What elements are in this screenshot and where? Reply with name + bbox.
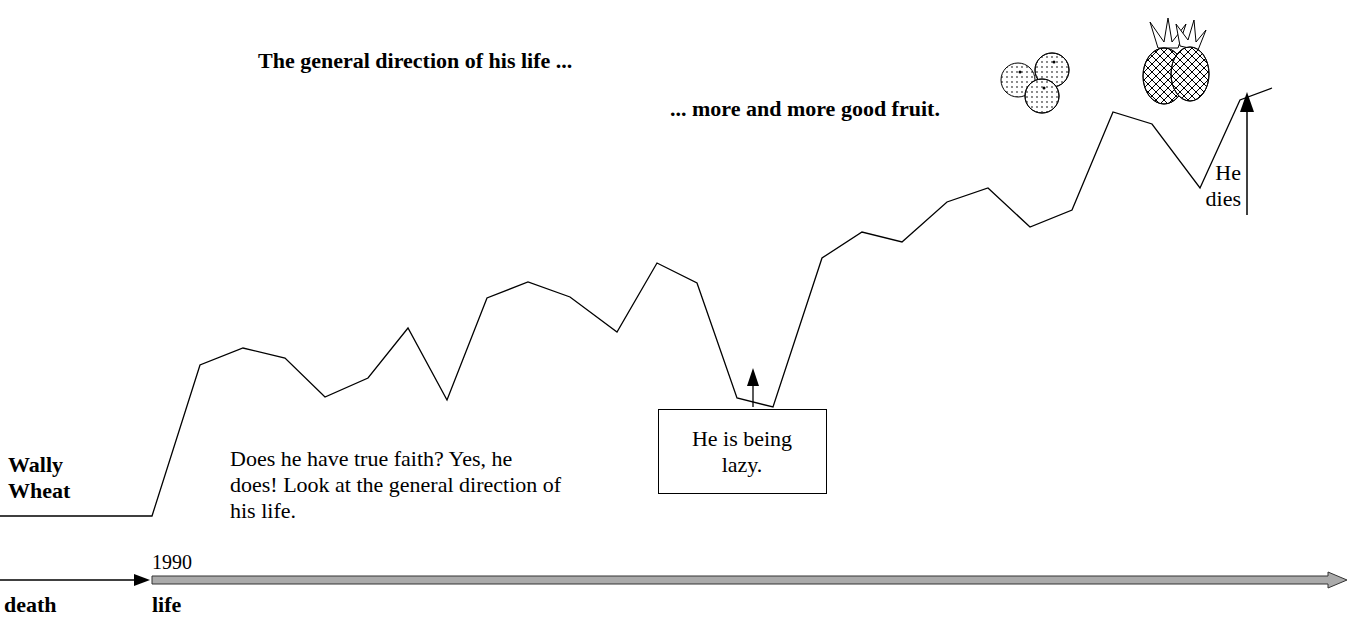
faith-note: Does he have true faith? Yes, he does! L…	[230, 446, 562, 524]
year-label: 1990	[152, 549, 192, 575]
fruit-text: ... more and more good fruit.	[670, 96, 940, 122]
death-note: He dies	[1206, 160, 1241, 212]
oranges	[1001, 53, 1069, 113]
death-arrow	[0, 574, 150, 586]
person-name: Wally Wheat	[8, 452, 70, 504]
life-arrow	[152, 572, 1347, 588]
death-label: death	[4, 592, 57, 618]
life-label: life	[152, 592, 181, 618]
dies-leader	[1240, 92, 1254, 215]
note-box: He is being lazy.	[658, 409, 827, 494]
pineapples	[1143, 18, 1209, 104]
heading-text: The general direction of his life ...	[258, 48, 572, 74]
lazy-leader	[747, 368, 759, 407]
life-line	[0, 88, 1272, 516]
box-text: He is being lazy.	[687, 426, 797, 478]
